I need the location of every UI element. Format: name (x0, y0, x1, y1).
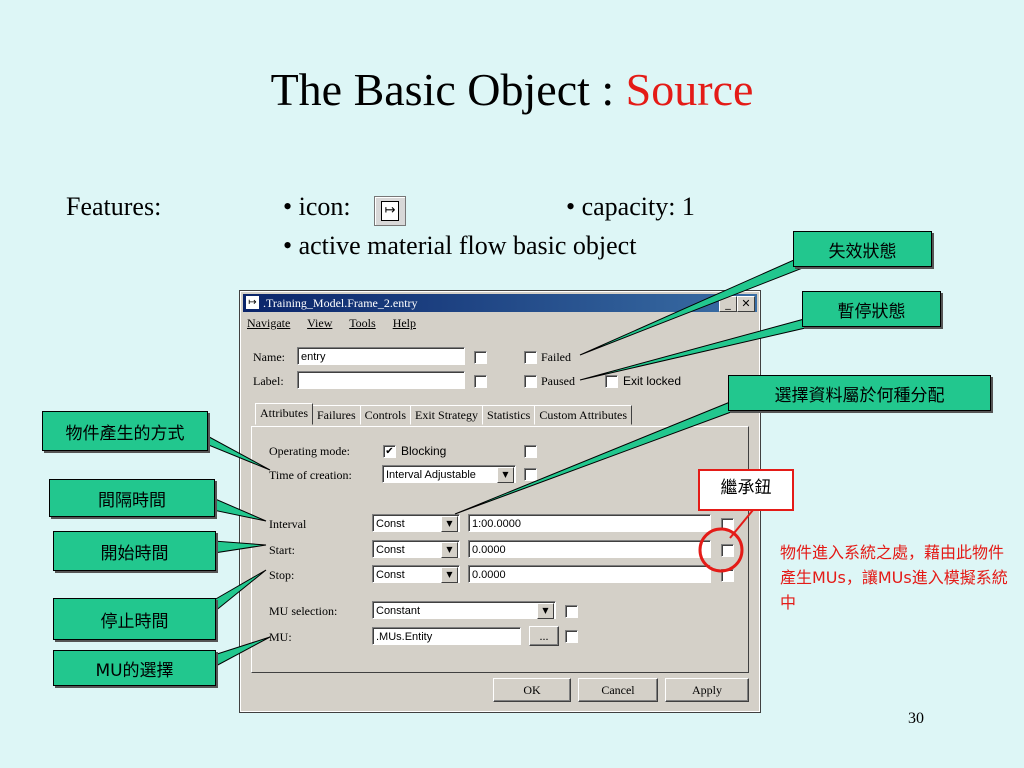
mu-label: MU: (269, 630, 292, 644)
operating-mode-inherit-checkbox[interactable] (524, 445, 537, 458)
tab-controls[interactable]: Controls (359, 405, 412, 425)
mu-selection-select[interactable]: Constant ▼ (372, 601, 556, 619)
callout-note: 物件進入系統之處，藉由此物件產生MUs，讓MUs進入模擬系統中 (780, 543, 1008, 612)
menu-view[interactable]: View (307, 316, 333, 330)
source-arrow-icon: ↦ (374, 196, 406, 226)
chevron-down-icon[interactable]: ▼ (537, 603, 554, 619)
stop-distribution-value: Const (376, 569, 405, 581)
interval-distribution-select[interactable]: Const ▼ (372, 514, 460, 532)
chevron-down-icon[interactable]: ▼ (441, 542, 458, 558)
leader-failed (579, 251, 819, 356)
blocking-label: Blocking (401, 444, 447, 458)
paused-label: Paused (541, 374, 575, 388)
leader-creation (198, 430, 271, 471)
name-label: Name: (253, 350, 285, 364)
exit-locked-checkbox[interactable] (605, 375, 618, 388)
leader-start (213, 540, 267, 554)
start-label: Start: (269, 543, 295, 557)
stop-field[interactable]: 0.0000 (468, 565, 711, 583)
dialog-titlebar[interactable]: ↦ .Training_Model.Frame_2.entry _ ✕ (243, 294, 757, 312)
tab-custom-attributes[interactable]: Custom Attributes (534, 405, 633, 425)
mu-selection-inherit-checkbox[interactable] (565, 605, 578, 618)
interval-label: Interval (269, 517, 307, 531)
chevron-down-icon[interactable]: ▼ (441, 516, 458, 532)
name-inherit-checkbox[interactable] (474, 351, 487, 364)
tab-failures[interactable]: Failures (312, 405, 361, 425)
bullet-icon: • icon: (283, 192, 351, 221)
inherit-highlight-circle (698, 527, 744, 573)
cancel-button[interactable]: Cancel (578, 678, 658, 702)
bullet-capacity: • capacity: 1 (566, 192, 695, 221)
menu-navigate[interactable]: Navigate (247, 316, 291, 330)
time-of-creation-select[interactable]: Interval Adjustable ▼ (382, 465, 516, 483)
tab-statistics[interactable]: Statistics (482, 405, 536, 425)
leader-stop (213, 569, 267, 614)
dialog-title: .Training_Model.Frame_2.entry (263, 296, 418, 310)
title-main: The Basic Object : (270, 64, 626, 115)
callout-distribution-select: 選擇資料屬於何種分配 (728, 375, 991, 411)
time-of-creation-inherit-checkbox[interactable] (524, 468, 537, 481)
close-button[interactable]: ✕ (737, 296, 755, 312)
leader-mu (213, 636, 271, 668)
slide-title: The Basic Object : Source (0, 62, 1024, 118)
label-field[interactable] (297, 371, 465, 389)
ok-button[interactable]: OK (493, 678, 571, 702)
callout-failed-state: 失效狀態 (793, 231, 932, 267)
chevron-down-icon[interactable]: ▼ (497, 467, 514, 483)
features-label: Features: (66, 192, 162, 221)
callout-mu-select: MU的選擇 (53, 650, 216, 686)
browse-button[interactable]: ... (529, 626, 559, 646)
leader-interval (212, 497, 267, 522)
bullet-active: • active material flow basic object (283, 231, 637, 260)
callout-interval-time: 間隔時間 (49, 479, 215, 517)
time-of-creation-label: Time of creation: (269, 468, 352, 482)
stop-distribution-select[interactable]: Const ▼ (372, 565, 460, 583)
apply-button[interactable]: Apply (665, 678, 749, 702)
title-accent: Source (625, 64, 754, 115)
callout-creation-mode: 物件產生的方式 (42, 411, 208, 451)
callout-stop-time: 停止時間 (53, 598, 216, 640)
callout-paused-state: 暫停狀態 (802, 291, 941, 327)
failed-label: Failed (541, 350, 571, 364)
start-distribution-select[interactable]: Const ▼ (372, 540, 460, 558)
menu-help[interactable]: Help (392, 316, 417, 330)
failed-checkbox[interactable] (524, 351, 537, 364)
mu-field[interactable]: .MUs.Entity (372, 627, 521, 645)
start-field[interactable]: 0.0000 (468, 540, 711, 558)
source-arrow-icon: ↦ (246, 296, 259, 309)
start-distribution-value: Const (376, 544, 405, 556)
label-inherit-checkbox[interactable] (474, 375, 487, 388)
paused-checkbox[interactable] (524, 375, 537, 388)
stop-label: Stop: (269, 568, 295, 582)
leader-paused (579, 317, 815, 381)
label-label: Label: (253, 374, 284, 388)
operating-mode-label: Operating mode: (269, 444, 350, 458)
source-dialog: ↦ .Training_Model.Frame_2.entry _ ✕ Navi… (239, 290, 761, 713)
interval-field[interactable]: 1:00.0000 (468, 514, 711, 532)
callout-start-time: 開始時間 (53, 531, 216, 571)
menu-bar: Navigate View Tools Help (247, 316, 430, 331)
mu-selection-value: Constant (376, 605, 421, 617)
mu-selection-label: MU selection: (269, 604, 338, 618)
menu-tools[interactable]: Tools (349, 316, 376, 330)
exit-locked-label: Exit locked (623, 374, 682, 388)
mu-inherit-checkbox[interactable] (565, 630, 578, 643)
callout-inherit-button: 繼承鈕 (698, 469, 794, 511)
blocking-checkbox[interactable]: ✔ (383, 445, 396, 458)
name-field[interactable]: entry (297, 347, 465, 365)
start-inherit-checkbox[interactable] (721, 544, 734, 557)
attributes-panel (251, 426, 749, 673)
tab-attributes[interactable]: Attributes (255, 403, 313, 425)
interval-distribution-value: Const (376, 518, 405, 530)
page-number: 30 (908, 710, 924, 727)
time-of-creation-value: Interval Adjustable (386, 469, 476, 481)
chevron-down-icon[interactable]: ▼ (441, 567, 458, 583)
